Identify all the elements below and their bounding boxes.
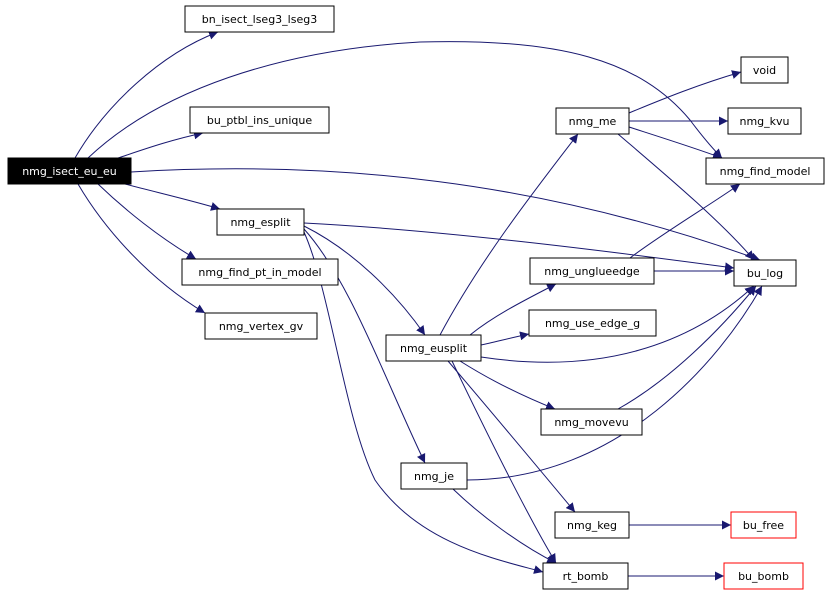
node-label: nmg_isect_eu_eu (22, 165, 117, 178)
node-box (189, 106, 330, 134)
node-box (385, 334, 482, 362)
edge-nmg_me-to-void (628, 70, 742, 114)
edge-nmg_isect_eu_eu-to-nmg_find_model (87, 41, 723, 159)
node-box (727, 107, 802, 135)
node-nmg_vertex_gv[interactable]: nmg_vertex_gv (204, 312, 318, 340)
node-rt_bomb[interactable]: rt_bomb (542, 562, 629, 590)
node-nmg_keg[interactable]: nmg_keg (554, 511, 630, 539)
node-label: void (753, 64, 776, 77)
edge-nmg_me-to-bu_log (617, 133, 755, 261)
node-bu_free[interactable]: bu_free (730, 511, 797, 539)
edges-layer (74, 30, 763, 581)
node-nmg_isect_eu_eu[interactable]: nmg_isect_eu_eu (7, 157, 132, 185)
node-box (554, 511, 630, 539)
node-label: bu_log (747, 267, 783, 280)
edge-nmg_eusplit-to-rt_bomb (451, 360, 557, 564)
node-nmg_me[interactable]: nmg_me (555, 107, 630, 135)
node-label: bu_free (743, 519, 784, 532)
node-box (204, 312, 318, 340)
node-label: bn_isect_lseg3_lseg3 (202, 13, 317, 26)
node-label: nmg_vertex_gv (219, 320, 304, 333)
node-nmg_esplit[interactable]: nmg_esplit (216, 208, 305, 236)
node-box (733, 259, 797, 287)
node-label: bu_ptbl_ins_unique (207, 114, 313, 127)
node-label: nmg_use_edge_g (545, 317, 640, 330)
edge-nmg_isect_eu_eu-to-nmg_vertex_gv (77, 183, 206, 314)
node-box (705, 157, 825, 185)
node-bu_log[interactable]: bu_log (733, 259, 797, 287)
node-box (730, 511, 797, 539)
edge-nmg_je-to-bu_log (466, 285, 763, 481)
node-bu_bomb[interactable]: bu_bomb (723, 562, 804, 590)
node-nmg_use_edge_g[interactable]: nmg_use_edge_g (528, 309, 657, 337)
node-nmg_find_pt_in_model[interactable]: nmg_find_pt_in_model (181, 258, 339, 286)
edge-nmg_eusplit-to-nmg_movevu (459, 360, 556, 410)
edge-nmg_eusplit-to-nmg_keg (447, 360, 576, 513)
node-box (529, 257, 655, 285)
node-label: nmg_find_model (720, 165, 811, 178)
node-label: nmg_eusplit (400, 342, 468, 355)
node-nmg_find_model[interactable]: nmg_find_model (705, 157, 825, 185)
edge-nmg_isect_eu_eu-to-bu_ptbl_ins_unique (117, 130, 204, 159)
node-label: nmg_find_pt_in_model (198, 266, 321, 279)
node-box (216, 208, 305, 236)
node-box (740, 56, 789, 84)
node-box (723, 562, 804, 590)
edge-nmg_eusplit-to-nmg_me (439, 133, 579, 336)
edge-nmg_esplit-to-nmg_je (303, 228, 426, 464)
edge-nmg_esplit-to-nmg_eusplit (303, 225, 426, 336)
node-void[interactable]: void (740, 56, 789, 84)
edge-nmg_isect_eu_eu-to-nmg_find_pt_in_model (97, 183, 197, 260)
node-bn_isect_lseg3_lseg3[interactable]: bn_isect_lseg3_lseg3 (184, 5, 335, 33)
node-label: bu_bomb (738, 570, 789, 583)
node-nmg_je[interactable]: nmg_je (400, 462, 468, 490)
node-box (400, 462, 468, 490)
node-box (7, 157, 132, 185)
edge-nmg_me-to-nmg_find_model (628, 126, 723, 160)
node-box (555, 107, 630, 135)
node-nmg_kvu[interactable]: nmg_kvu (727, 107, 802, 135)
edge-nmg_je-to-rt_bomb (452, 488, 557, 564)
node-box (184, 5, 335, 33)
node-label: nmg_keg (567, 519, 617, 532)
node-box (181, 258, 339, 286)
edge-nmg_eusplit-to-nmg_use_edge_g (480, 331, 530, 346)
node-box (542, 562, 629, 590)
edge-nmg_isect_eu_eu-to-bn_isect_lseg3_lseg3 (74, 30, 219, 159)
node-label: nmg_unglueedge (544, 265, 640, 278)
edge-nmg_esplit-to-rt_bomb (303, 231, 544, 574)
node-nmg_eusplit[interactable]: nmg_eusplit (385, 334, 482, 362)
node-box (528, 309, 657, 337)
nodes-layer: nmg_isect_eu_eu bn_isect_lseg3_lseg3 bu_pt… (7, 5, 825, 590)
edge-nmg_isect_eu_eu-to-nmg_esplit (124, 183, 221, 211)
edge-nmg_unglueedge-to-nmg_find_model (629, 183, 741, 259)
edge-nmg_movevu-to-bu_log (617, 285, 757, 410)
node-label: rt_bomb (563, 570, 609, 583)
edge-nmg_isect_eu_eu-to-bu_log (130, 168, 761, 262)
node-label: nmg_movevu (554, 416, 628, 429)
node-bu_ptbl_ins_unique[interactable]: bu_ptbl_ins_unique (189, 106, 330, 134)
edge-nmg_eusplit-to-bu_log (480, 285, 755, 363)
node-label: nmg_me (569, 115, 617, 128)
node-nmg_movevu[interactable]: nmg_movevu (540, 408, 643, 436)
node-label: nmg_je (414, 470, 454, 483)
node-label: nmg_kvu (739, 115, 789, 128)
edge-nmg_eusplit-to-nmg_unglueedge (469, 283, 557, 336)
node-box (540, 408, 643, 436)
node-nmg_unglueedge[interactable]: nmg_unglueedge (529, 257, 655, 285)
node-label: nmg_esplit (230, 216, 291, 229)
edge-nmg_esplit-to-bu_log (303, 222, 735, 272)
